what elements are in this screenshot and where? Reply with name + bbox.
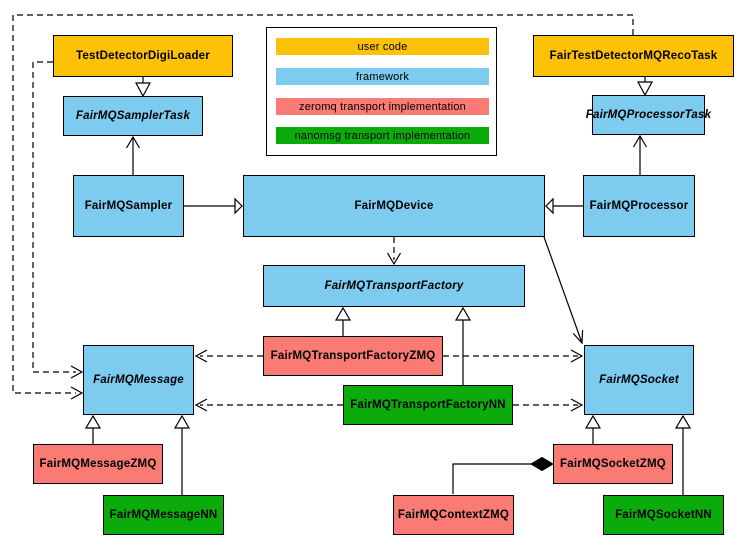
arrowhead-sampler-samplertask bbox=[125, 135, 141, 149]
node-fairmq-sampler-task: FairMQSamplerTask bbox=[63, 96, 203, 136]
legend-label: zeromq transport implementation bbox=[299, 100, 466, 113]
legend-label: nanomsg transport implementation bbox=[294, 129, 471, 142]
triangle-processor-device bbox=[545, 197, 554, 215]
triangle-socketnn-socket bbox=[674, 414, 692, 429]
node-test-detector-digi-loader: TestDetectorDigiLoader bbox=[53, 35, 233, 77]
legend-label: user code bbox=[357, 40, 408, 53]
node-fairmq-processor-task: FairMQProcessorTask bbox=[586, 95, 711, 135]
node-fairmq-device: FairMQDevice bbox=[243, 175, 545, 237]
arrowhead-factorynn-socket bbox=[570, 398, 584, 412]
node-fairmq-message: FairMQMessage bbox=[83, 345, 194, 415]
arrowhead-processor-processortask bbox=[632, 134, 648, 148]
edge-socketzmq-contextzmq bbox=[452, 463, 531, 494]
diamond-socketzmq-contextzmq bbox=[530, 456, 554, 472]
node-fairmq-sampler: FairMQSampler bbox=[73, 175, 184, 237]
legend-item-nanomsg: nanomsg transport implementation bbox=[276, 127, 489, 144]
node-fairmq-socket-nn: FairMQSocketNN bbox=[603, 495, 724, 535]
triangle-factorynn-factory bbox=[454, 306, 472, 321]
arrowhead-device-factory bbox=[386, 252, 402, 266]
node-fairmq-processor: FairMQProcessor bbox=[583, 175, 695, 237]
triangle-sampler-device bbox=[234, 197, 243, 215]
arrowhead-device-socket bbox=[572, 329, 584, 345]
triangle-digiloader-samplertask bbox=[134, 82, 152, 98]
legend-label: framework bbox=[355, 70, 410, 83]
legend-item-zeromq: zeromq transport implementation bbox=[276, 98, 489, 115]
triangle-factoryzmq-factory bbox=[334, 306, 352, 321]
triangle-messagenn-message bbox=[173, 414, 191, 429]
node-fairmq-message-nn: FairMQMessageNN bbox=[103, 495, 224, 535]
triangle-socketzmq-socket bbox=[584, 414, 602, 429]
node-fair-test-detector-mq-reco-task: FairTestDetectorMQRecoTask bbox=[533, 35, 734, 77]
node-fairmq-message-zmq: FairMQMessageZMQ bbox=[33, 444, 163, 484]
arrowhead-factoryzmq-message bbox=[194, 349, 208, 363]
legend-item-user-code: user code bbox=[276, 38, 489, 55]
arrowhead-factoryzmq-socket bbox=[570, 349, 584, 363]
triangle-recotask-processortask bbox=[636, 81, 654, 97]
node-fairmq-socket: FairMQSocket bbox=[584, 345, 694, 415]
arrowhead-recotask-message bbox=[70, 386, 84, 400]
node-fairmq-transport-factory: FairMQTransportFactory bbox=[263, 265, 525, 307]
legend-item-framework: framework bbox=[276, 68, 489, 85]
node-fairmq-transport-factory-zmq: FairMQTransportFactoryZMQ bbox=[263, 336, 443, 376]
edge-device-socket bbox=[543, 236, 583, 344]
arrowhead-digiloader-message bbox=[70, 365, 84, 379]
node-fairmq-socket-zmq: FairMQSocketZMQ bbox=[553, 444, 673, 484]
edge-digiloader-message bbox=[32, 61, 76, 373]
triangle-messagezmq-message bbox=[84, 414, 102, 429]
legend: user code framework zeromq transport imp… bbox=[266, 27, 497, 156]
node-fairmq-context-zmq: FairMQContextZMQ bbox=[393, 495, 514, 535]
arrowhead-factorynn-message bbox=[194, 398, 208, 412]
edge-recotask-message bbox=[12, 14, 634, 394]
node-fairmq-transport-factory-nn: FairMQTransportFactoryNN bbox=[343, 385, 513, 425]
